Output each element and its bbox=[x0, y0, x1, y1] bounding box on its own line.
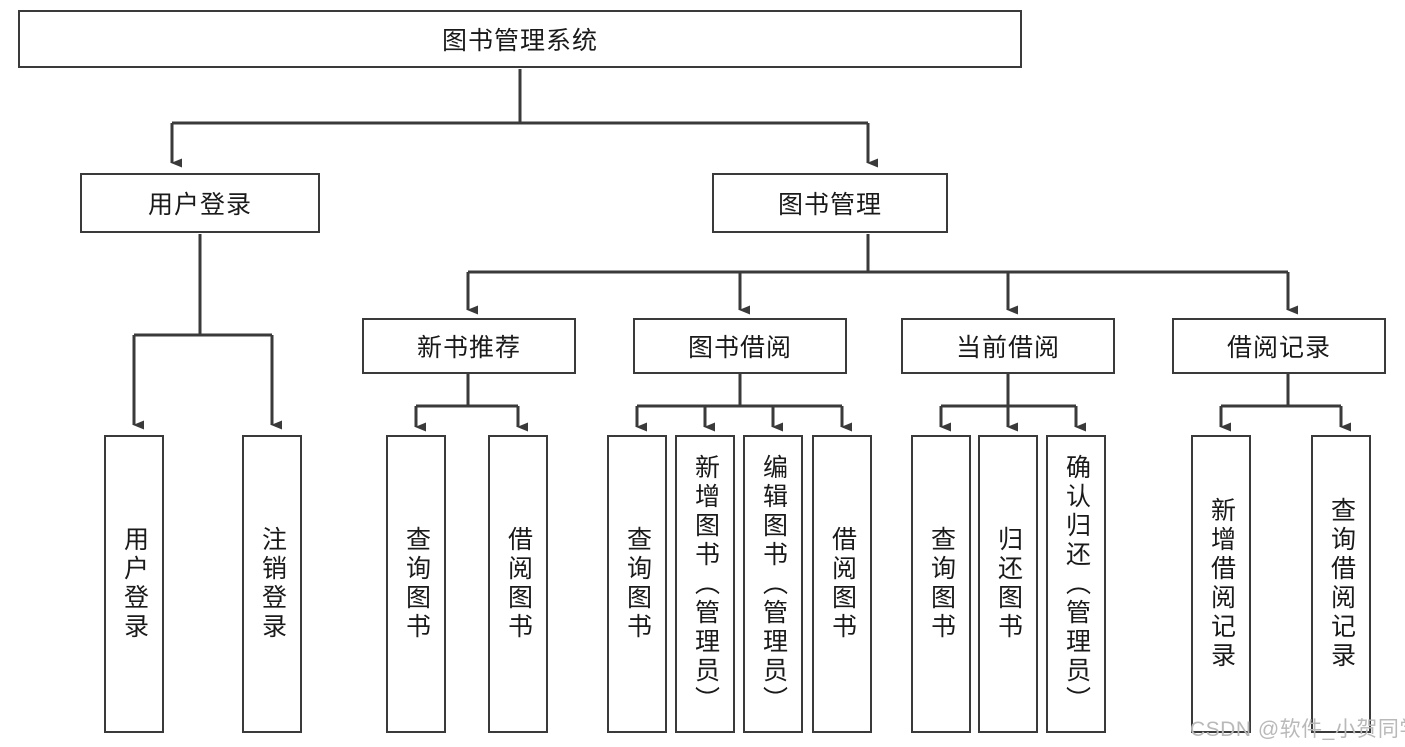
node-root[interactable]: 图书管理系统 bbox=[18, 10, 1022, 68]
node-leaf-add-record[interactable]: 新增借阅记录 bbox=[1191, 435, 1251, 733]
node-new-book-recommend[interactable]: 新书推荐 bbox=[362, 318, 576, 374]
node-root-label: 图书管理系统 bbox=[441, 27, 598, 55]
node-leaf-borrow-book-2[interactable]: 借阅图书 bbox=[812, 435, 872, 733]
node-leaf-query-book-2[interactable]: 查询图书 bbox=[607, 435, 667, 733]
node-leaf-query-book-3-label: 查询图书 bbox=[927, 526, 956, 642]
node-leaf-query-book-3[interactable]: 查询图书 bbox=[911, 435, 971, 733]
node-book-borrow[interactable]: 图书借阅 bbox=[633, 318, 847, 374]
node-leaf-query-record[interactable]: 查询借阅记录 bbox=[1311, 435, 1371, 733]
node-leaf-query-book-2-label: 查询图书 bbox=[623, 526, 652, 642]
node-leaf-confirm-return-label: 确认归还（管理员） bbox=[1062, 453, 1091, 715]
node-leaf-user-login[interactable]: 用户登录 bbox=[104, 435, 164, 733]
node-borrow-record[interactable]: 借阅记录 bbox=[1172, 318, 1386, 374]
node-leaf-add-record-label: 新增借阅记录 bbox=[1207, 497, 1236, 671]
node-leaf-add-book[interactable]: 新增图书（管理员） bbox=[675, 435, 735, 733]
csdn-watermark: CSDN @软件_小贺同学 bbox=[1190, 718, 1405, 741]
node-leaf-edit-book[interactable]: 编辑图书（管理员） bbox=[743, 435, 803, 733]
node-book-borrow-label: 图书借阅 bbox=[687, 334, 792, 362]
node-leaf-borrow-book-1[interactable]: 借阅图书 bbox=[488, 435, 548, 733]
node-leaf-return-book-label: 归还图书 bbox=[994, 526, 1023, 642]
node-leaf-query-record-label: 查询借阅记录 bbox=[1327, 497, 1356, 671]
node-borrow-record-label: 借阅记录 bbox=[1226, 334, 1331, 362]
node-leaf-logout[interactable]: 注销登录 bbox=[242, 435, 302, 733]
node-current-borrow[interactable]: 当前借阅 bbox=[901, 318, 1115, 374]
node-leaf-borrow-book-2-label: 借阅图书 bbox=[828, 526, 857, 642]
node-leaf-logout-label: 注销登录 bbox=[258, 526, 287, 642]
node-book-manage-label: 图书管理 bbox=[777, 191, 882, 219]
node-user-login[interactable]: 用户登录 bbox=[80, 173, 320, 233]
node-user-login-label: 用户登录 bbox=[147, 191, 252, 219]
node-leaf-return-book[interactable]: 归还图书 bbox=[978, 435, 1038, 733]
node-leaf-query-book-1[interactable]: 查询图书 bbox=[386, 435, 446, 733]
node-book-manage[interactable]: 图书管理 bbox=[712, 173, 948, 233]
node-leaf-confirm-return[interactable]: 确认归还（管理员） bbox=[1046, 435, 1106, 733]
node-leaf-query-book-1-label: 查询图书 bbox=[402, 526, 431, 642]
node-leaf-edit-book-label: 编辑图书（管理员） bbox=[759, 453, 788, 715]
node-current-borrow-label: 当前借阅 bbox=[955, 334, 1060, 362]
node-leaf-user-login-label: 用户登录 bbox=[120, 526, 149, 642]
node-leaf-borrow-book-1-label: 借阅图书 bbox=[504, 526, 533, 642]
node-leaf-add-book-label: 新增图书（管理员） bbox=[691, 453, 720, 715]
node-new-book-recommend-label: 新书推荐 bbox=[416, 334, 521, 362]
